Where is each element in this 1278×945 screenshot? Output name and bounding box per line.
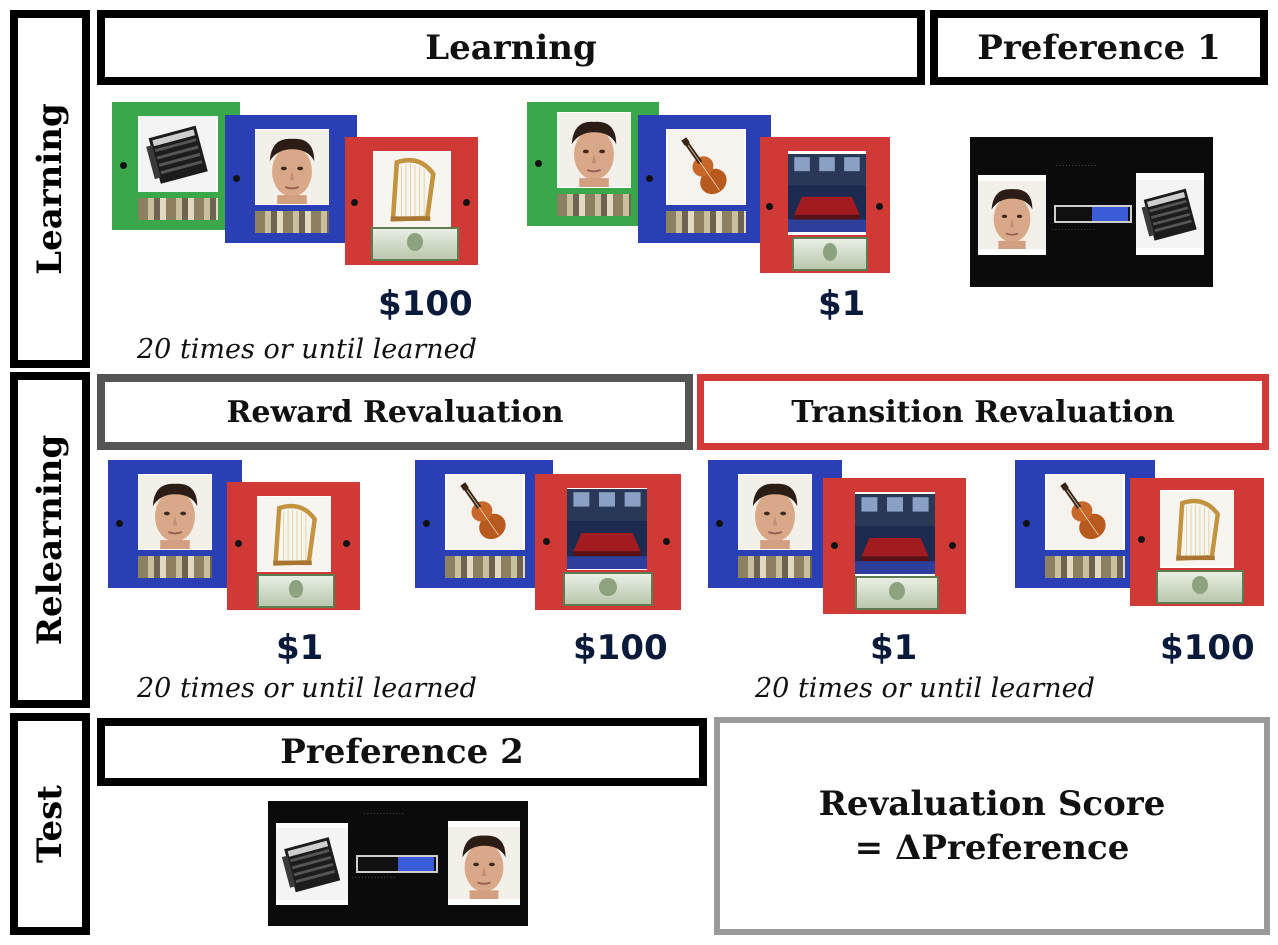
rating-scale: · · · · · · · · · · · · · · <box>352 875 395 881</box>
reward-amount: $1 <box>276 628 324 668</box>
arrow-dot <box>351 199 358 206</box>
arrow-dot <box>716 520 723 527</box>
reward-strip <box>738 556 812 578</box>
reward-strip <box>255 211 329 233</box>
preference-rating-screen: · · · · · · · · · · · · · · · · · · · · … <box>970 137 1213 287</box>
arrow-dot <box>876 203 883 210</box>
face-icon <box>138 474 212 550</box>
face-icon <box>978 175 1046 255</box>
rating-prompt: · · · · · · · · · · · · · <box>1056 163 1096 169</box>
pool-table-icon <box>855 492 935 576</box>
arrow-dot <box>949 542 956 549</box>
arrow-dot <box>543 538 550 545</box>
arrow-dot <box>463 199 470 206</box>
arrow-dot <box>663 538 670 545</box>
face-icon <box>255 129 329 205</box>
preference-rating-screen: · · · · · · · · · · · · · · · · · · · · … <box>268 801 528 926</box>
state-card-blue <box>225 115 357 243</box>
state-card-green <box>527 102 659 226</box>
reward-strip <box>557 194 631 216</box>
accordion-icon <box>276 823 348 905</box>
money-bill-icon <box>563 572 653 606</box>
arrow-dot <box>235 540 242 547</box>
arrow-dot <box>343 540 350 547</box>
preference-slider <box>356 855 438 873</box>
face-icon <box>738 474 812 550</box>
state-card-blue <box>708 460 842 588</box>
repetition-note: 20 times or until learned <box>755 673 1095 704</box>
state-card-blue <box>415 460 553 588</box>
state-card-red <box>823 478 966 614</box>
section-label-relearning: Relearning <box>10 372 90 708</box>
arrow-dot <box>535 160 542 167</box>
harp-icon <box>1160 490 1234 568</box>
violin-icon <box>1045 474 1125 550</box>
rating-prompt: · · · · · · · · · · · · · <box>364 811 404 817</box>
arrow-dot <box>1138 536 1145 543</box>
money-bill-icon <box>257 574 335 608</box>
preference-slider <box>1054 205 1132 223</box>
pool-table-icon <box>567 488 647 570</box>
reward-strip <box>445 556 525 578</box>
revaluation-score-box: Revaluation Score = ΔPreference <box>714 717 1270 935</box>
revaluation-score-line2: = ΔPreference <box>854 828 1130 868</box>
arrow-dot <box>116 520 123 527</box>
section-label-learning: Learning <box>10 10 90 368</box>
reward-strip <box>138 198 218 220</box>
header-preference-1: Preference 1 <box>930 10 1268 85</box>
header-preference-2: Preference 2 <box>97 718 707 786</box>
reward-strip <box>1045 556 1125 578</box>
harp-icon <box>257 496 331 572</box>
section-label-test: Test <box>10 713 90 935</box>
repetition-note: 20 times or until learned <box>137 673 477 704</box>
money-bill-icon <box>855 576 939 610</box>
accordion-icon <box>138 116 218 192</box>
state-card-green <box>112 102 240 230</box>
rating-scale: · · · · · · · · · · · · · · <box>1052 227 1095 233</box>
reward-amount: $100 <box>1160 628 1255 668</box>
state-card-red <box>345 137 478 265</box>
arrow-dot <box>831 542 838 549</box>
arrow-dot <box>646 175 653 182</box>
state-card-blue <box>638 115 771 243</box>
reward-amount: $100 <box>378 284 473 324</box>
arrow-dot <box>423 520 430 527</box>
harp-icon <box>373 151 451 227</box>
violin-icon <box>666 129 746 205</box>
header-reward-revaluation: Reward Revaluation <box>97 374 693 450</box>
reward-amount: $100 <box>573 628 668 668</box>
reward-amount: $1 <box>818 284 866 324</box>
accordion-icon <box>1136 173 1204 255</box>
reward-amount: $1 <box>870 628 918 668</box>
state-card-red <box>760 137 890 273</box>
arrow-dot <box>1023 520 1030 527</box>
repetition-note: 20 times or until learned <box>137 334 477 365</box>
pool-table-icon <box>788 151 866 235</box>
revaluation-score-line1: Revaluation Score <box>818 783 1166 824</box>
face-icon <box>448 821 520 905</box>
reward-strip <box>666 211 746 233</box>
section-label-learning-text: Learning <box>30 103 70 275</box>
face-icon <box>557 112 631 188</box>
state-card-red <box>227 482 360 610</box>
arrow-dot <box>120 162 127 169</box>
arrow-dot <box>233 175 240 182</box>
section-label-test-text: Test <box>30 785 70 863</box>
header-learning: Learning <box>97 10 925 85</box>
money-bill-icon <box>1156 570 1244 604</box>
state-card-red <box>535 474 681 610</box>
violin-icon <box>445 474 525 550</box>
money-bill-icon <box>371 227 459 261</box>
state-card-blue <box>108 460 242 588</box>
arrow-dot <box>766 203 773 210</box>
money-bill-icon <box>792 237 868 271</box>
state-card-red <box>1130 478 1264 606</box>
section-label-relearning-text: Relearning <box>30 434 70 646</box>
header-transition-revaluation: Transition Revaluation <box>697 374 1269 450</box>
reward-strip <box>138 556 212 578</box>
